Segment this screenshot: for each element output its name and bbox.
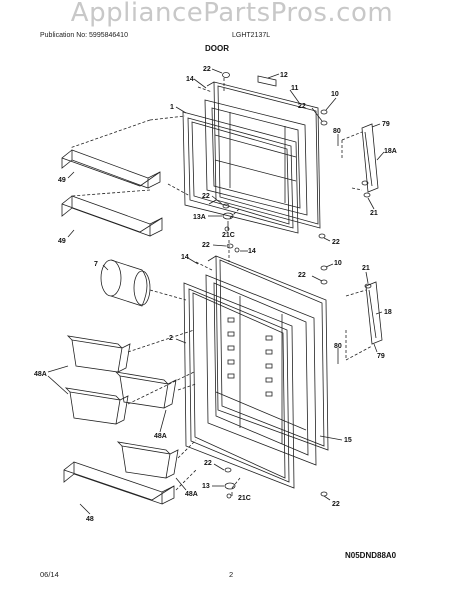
publication-number: Publication No: 5995846410 [40, 32, 128, 39]
callout-22: 22 [332, 239, 340, 246]
callout-48a: 48A [154, 433, 167, 440]
callout-80: 80 [334, 343, 342, 350]
fresh-food-screws [224, 243, 372, 499]
fresh-food-door-gasket [183, 282, 295, 489]
callout-18a: 18A [384, 148, 397, 155]
callout-21: 21 [362, 265, 370, 272]
dairy-door-rack [63, 461, 175, 505]
callout-18: 18 [384, 309, 392, 316]
callout-14: 14 [186, 76, 194, 83]
callout-7: 7 [94, 261, 98, 268]
callout-15: 15 [344, 437, 352, 444]
freezer-leader-lines [69, 78, 363, 219]
callout-10: 10 [334, 260, 342, 267]
callout-13a: 13A [193, 214, 206, 221]
callout-48a: 48A [34, 371, 47, 378]
freezer-callout-leaders [67, 68, 385, 242]
freezer-screws [222, 72, 371, 239]
watermark: AppliancePartsPros.com [70, 0, 394, 28]
page-number: 2 [229, 570, 234, 579]
freezer-label-plate [257, 75, 277, 87]
freezer-door-liner [204, 99, 308, 216]
callout-22: 22 [298, 272, 306, 279]
fresh-food-door-liner [205, 274, 317, 466]
diagram-code: N05DND88A0 [345, 551, 397, 560]
callout-21c: 21C [238, 495, 251, 502]
door-bin-middle-left [64, 387, 129, 425]
callout-labels: 22 12 14 11 10 22 1 80 79 18A 49 22 21 1… [34, 66, 397, 523]
fresh-food-shelf-pegs [227, 317, 273, 397]
callout-22: 22 [203, 66, 211, 73]
callout-22: 22 [202, 193, 210, 200]
callout-21c: 21C [222, 232, 235, 239]
callout-2: 2 [169, 335, 173, 342]
callout-22: 22 [332, 501, 340, 508]
callout-10: 10 [331, 91, 339, 98]
door-bin-middle-right [114, 371, 177, 409]
callout-22: 22 [202, 242, 210, 249]
callout-22: 22 [204, 460, 212, 467]
callout-48: 48 [86, 516, 94, 523]
footer-date: 06/14 [40, 570, 59, 579]
callout-49: 49 [58, 177, 66, 184]
door-bin-lower-right [116, 441, 179, 479]
butter-dish [100, 259, 151, 307]
callout-22: 22 [298, 103, 306, 110]
callout-13: 13 [202, 483, 210, 490]
callout-79: 79 [377, 353, 385, 360]
callout-80: 80 [333, 128, 341, 135]
callout-1: 1 [170, 104, 174, 111]
model-number: LGHT2137L [232, 32, 271, 39]
fresh-food-callout-leaders [47, 244, 383, 515]
callout-49: 49 [58, 238, 66, 245]
door-bin-upper [66, 335, 131, 373]
freezer-handle [361, 123, 379, 193]
fresh-food-leader-lines [127, 240, 373, 491]
callout-14: 14 [181, 254, 189, 261]
freezer-door-outer-panel [206, 81, 321, 229]
callout-21: 21 [370, 210, 378, 217]
freezer-door-gasket [182, 111, 299, 234]
callout-79: 79 [382, 121, 390, 128]
callout-48a: 48A [185, 491, 198, 498]
callout-14: 14 [248, 248, 256, 255]
callout-12: 12 [280, 72, 288, 79]
fresh-food-handle [365, 281, 383, 345]
callout-11: 11 [291, 85, 299, 92]
freezer-door-rack-upper [61, 149, 161, 189]
freezer-door-rack-lower [61, 195, 163, 237]
fresh-food-door-outer-panel [207, 255, 329, 451]
section-title: DOOR [205, 44, 229, 53]
